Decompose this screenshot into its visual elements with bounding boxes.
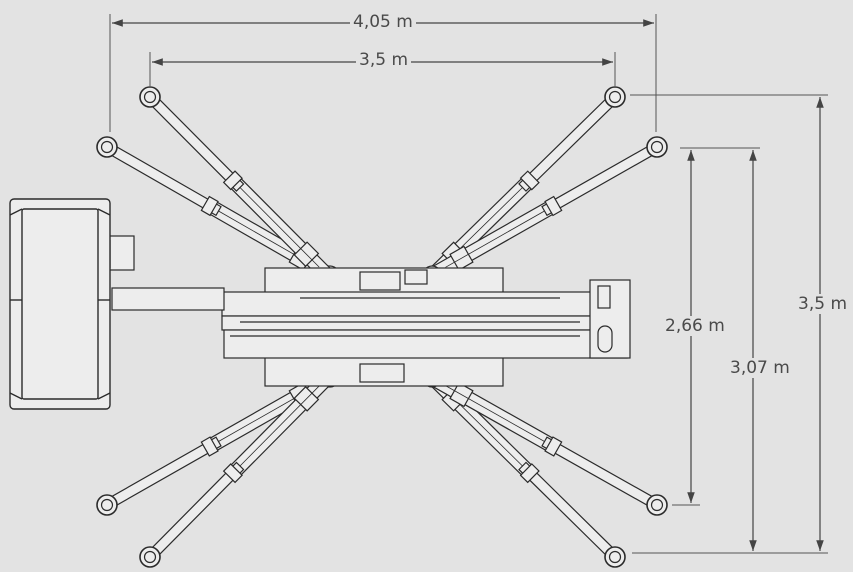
middle-depth-label: 3,07 m <box>727 358 793 378</box>
outrigger-legs <box>96 86 668 568</box>
inner-width-label: 3,5 m <box>356 50 411 70</box>
basket <box>9 198 111 410</box>
extension-lines <box>109 14 828 554</box>
leg-lower-left-outer-foot-pad <box>96 494 118 516</box>
leg-upper-right-outer-foot-pad <box>604 86 626 108</box>
leg-lower-right-inner <box>422 368 668 516</box>
outer-depth-label: 3,5 m <box>795 294 850 314</box>
leg-upper-left-outer-foot-pad <box>96 136 118 158</box>
leg-lower-right-inner-foot-pad <box>646 494 668 516</box>
inner-depth-label: 2,66 m <box>662 316 728 336</box>
leg-upper-left-inner-foot-pad <box>139 86 161 108</box>
basket-arm <box>99 235 225 311</box>
boom <box>221 279 631 359</box>
leg-upper-right-inner <box>422 136 668 285</box>
leg-lower-left-inner-foot-pad <box>139 546 161 568</box>
leg-upper-right-inner-foot-pad <box>646 136 668 158</box>
outer-width-label: 4,05 m <box>350 12 416 32</box>
leg-upper-left-inner <box>139 86 340 288</box>
leg-lower-right-outer-foot-pad <box>604 546 626 568</box>
